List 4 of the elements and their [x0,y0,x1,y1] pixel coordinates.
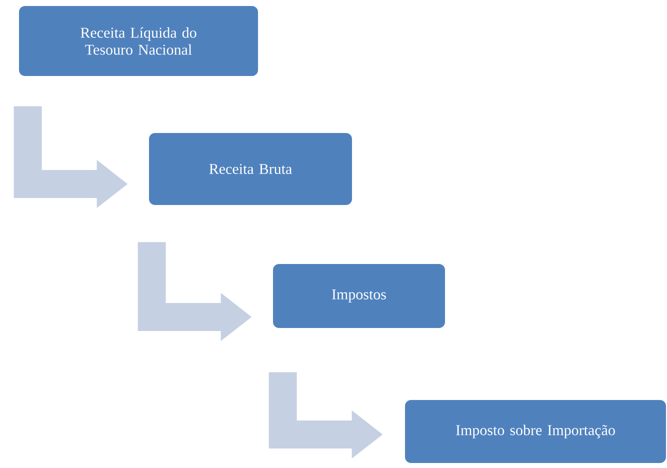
process-box: Impostos [273,264,445,328]
process-box: Receita Bruta [149,133,352,205]
process-box: Imposto sobre Importação [405,400,666,463]
process-box: Receita Líquida do Tesouro Nacional [19,6,258,76]
